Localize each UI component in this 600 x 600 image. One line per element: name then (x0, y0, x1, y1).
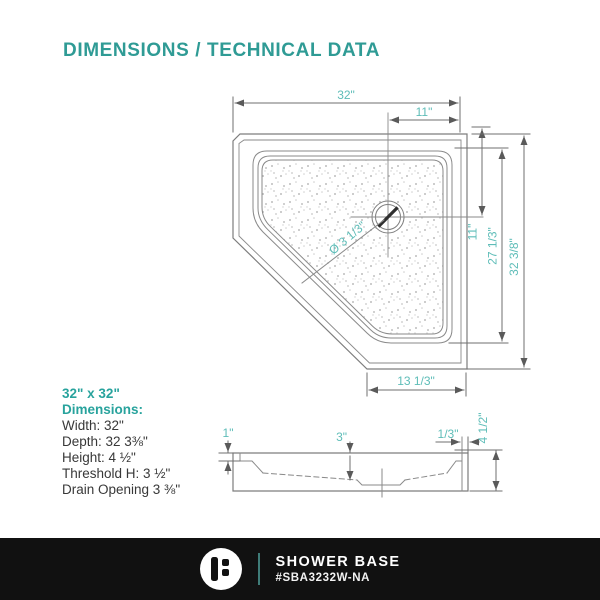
spec-height: Height: 4 ½" (62, 450, 136, 465)
spec-list: 32" x 32" Dimensions: Width: 32" Depth: … (62, 386, 180, 498)
side-view-dimensions (218, 436, 503, 492)
drain (301, 112, 484, 284)
basin-rim-outer (252, 150, 453, 344)
dim-height-label: 4 1/2" (476, 413, 490, 444)
page-title: DIMENSIONS / TECHNICAL DATA (63, 40, 381, 61)
spec-threshold: Threshold H: 3 ½" (62, 466, 171, 481)
side-view: 1" 3" 1/3" 4 1/2" (218, 413, 503, 498)
spec-drain-opening: Drain Opening 3 ⅜" (62, 482, 181, 497)
spec-depth: Depth: 32 3⅜" (62, 434, 148, 449)
drain-slash (377, 206, 399, 228)
basin-floor (261, 159, 444, 335)
product-name: SHOWER BASE (275, 554, 401, 570)
spec-dimensions-heading: Dimensions: (62, 402, 144, 417)
top-view: Ø 3 1/3" 32" 11" 11" (232, 88, 531, 397)
brand-logo-icon (199, 548, 242, 590)
footer-bar: SHOWER BASE #SBA3232W-NA (0, 538, 600, 600)
dim-basin-depth-label: 27 1/3" (486, 227, 500, 265)
dim-total-depth-label: 32 3/8" (507, 238, 521, 276)
dim-wall-label: 1/3" (438, 427, 459, 441)
drain-leader-line (301, 219, 385, 284)
dim-width-label: 32" (337, 88, 355, 102)
dim-bottom-edge-label: 13 1/3" (397, 374, 435, 388)
product-sku: #SBA3232W-NA (275, 572, 371, 584)
dim-drain-offset-x-label: 11" (416, 105, 433, 119)
dim-drain-offset-y-label: 11" (466, 224, 480, 241)
dim-lip-label: 1" (223, 426, 234, 440)
basin-rim-mid (257, 155, 448, 339)
dim-basin-drop-label: 3" (336, 430, 347, 444)
top-view-dimensions (232, 96, 531, 397)
spec-size-heading: 32" x 32" (62, 386, 120, 401)
spec-width: Width: 32" (62, 418, 124, 433)
threshold-outline (238, 139, 462, 364)
footer-divider (257, 553, 260, 585)
